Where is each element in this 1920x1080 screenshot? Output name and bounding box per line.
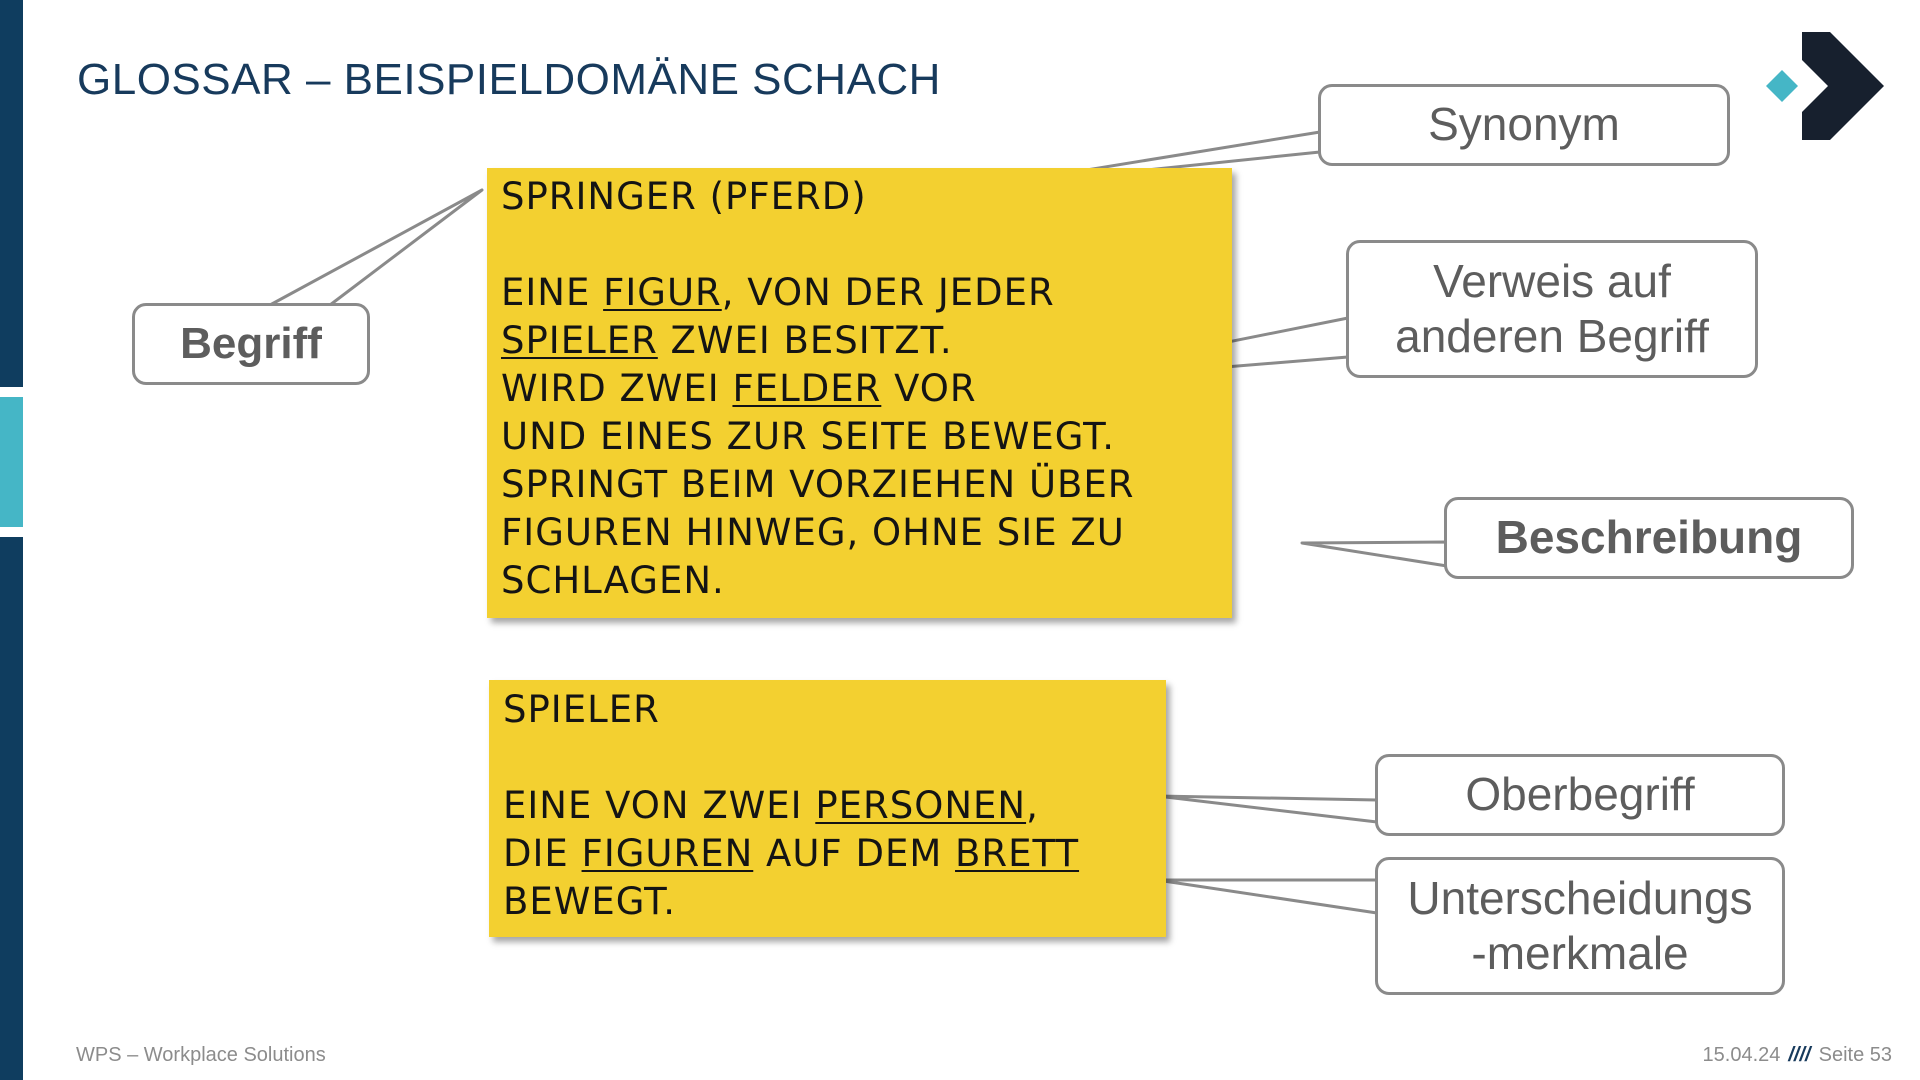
callout-unterscheidung-line2: -merkmale (1471, 927, 1689, 979)
footer-separator: //// (1788, 1044, 1811, 1066)
term-reference: FELDER (732, 367, 882, 410)
callout-unterscheidungsmerkmale: Unterscheidungs -merkmale (1375, 857, 1785, 995)
callout-begriff-label: Begriff (180, 318, 322, 368)
callout-oberbegriff: Oberbegriff (1375, 754, 1785, 836)
callout-synonym: Synonym (1318, 84, 1730, 166)
callout-unterscheidung-line1: Unterscheidungs (1407, 871, 1753, 924)
callout-beschreibung: Beschreibung (1444, 497, 1854, 579)
footer-meta: 15.04.24 //// Seite 53 (1703, 1044, 1892, 1067)
term-reference: BRETT (955, 832, 1080, 875)
company-logo-icon (1766, 32, 1884, 140)
term-reference: FIGUR (603, 271, 722, 314)
card-description-line: FIGUREN HINWEG, OHNE SIE ZU (501, 511, 1125, 554)
callout-beschreibung-label: Beschreibung (1495, 511, 1803, 564)
edge-bar-bottom (0, 537, 23, 1080)
callout-verweis: Verweis auf anderen Begriff (1346, 240, 1758, 378)
card-description-line: WIRD ZWEI FELDER VOR (501, 367, 977, 410)
term-reference: FIGUREN (581, 832, 754, 875)
term-reference: PERSONEN (815, 784, 1027, 827)
glossary-card-spieler: SPIELER EINE VON ZWEI PERSONEN, DIE FIGU… (489, 680, 1166, 937)
card-description-line: SCHLAGEN. (501, 559, 725, 602)
card-description-line: UND EINES ZUR SEITE BEWEGT. (501, 415, 1116, 458)
edge-bar-accent (0, 397, 23, 527)
callout-oberbegriff-label: Oberbegriff (1465, 768, 1695, 821)
footer-company: WPS – Workplace Solutions (76, 1044, 326, 1066)
callout-verweis-line2: anderen Begriff (1395, 310, 1709, 362)
callout-synonym-label: Synonym (1428, 98, 1620, 151)
card-description-line: EINE FIGUR, VON DER JEDER (501, 271, 1055, 314)
slide-title: GLOSSAR – BEISPIELDOMÄNE SCHACH (77, 55, 941, 104)
card-description-line: SPIELER ZWEI BESITZT. (501, 319, 953, 362)
term-reference: SPIELER (501, 319, 658, 362)
footer-date: 15.04.24 (1702, 1044, 1781, 1066)
card-description-line: BEWEGT. (503, 880, 677, 923)
card-description-line: EINE VON ZWEI PERSONEN, (503, 784, 1039, 827)
footer-page-number: Seite 53 (1818, 1044, 1892, 1066)
callout-verweis-line1: Verweis auf (1433, 254, 1671, 307)
glossary-card-springer: SPRINGER (PFERD) EINE FIGUR, VON DER JED… (487, 168, 1232, 618)
card-description-line: DIE FIGUREN AUF DEM BRETT (503, 832, 1080, 875)
card-term: SPIELER (503, 688, 660, 731)
edge-bar-top (0, 0, 23, 387)
callout-begriff: Begriff (132, 303, 370, 385)
card-term: SPRINGER (PFERD) (501, 175, 867, 218)
card-description-line: SPRINGT BEIM VORZIEHEN ÜBER (501, 463, 1135, 506)
